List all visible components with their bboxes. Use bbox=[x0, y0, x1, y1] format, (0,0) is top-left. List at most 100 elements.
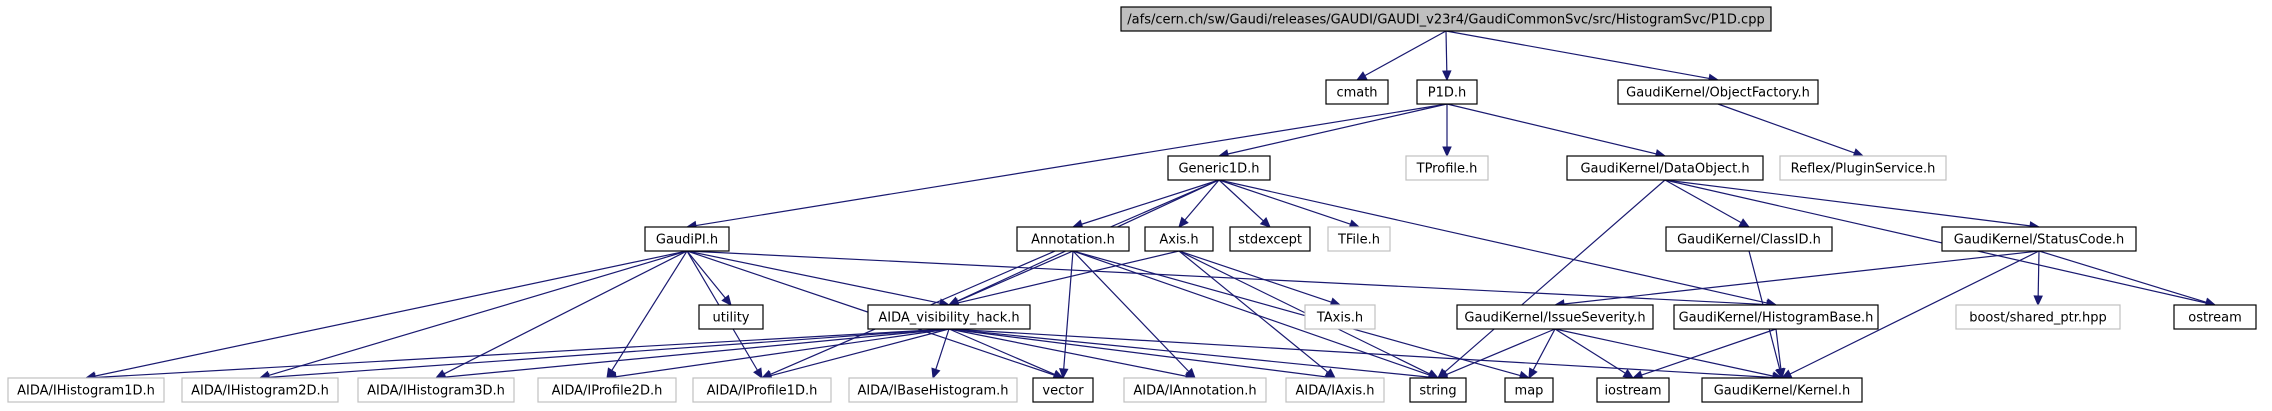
node-p1d[interactable]: P1D.h bbox=[1416, 79, 1478, 105]
node-stdexcept[interactable]: stdexcept bbox=[1229, 226, 1311, 252]
node-string[interactable]: string bbox=[1409, 377, 1467, 403]
node-label-generic1d: Generic1D.h bbox=[1178, 162, 1259, 177]
edge-histobase-to-iostream bbox=[1641, 328, 1777, 376]
node-box-stdexcept bbox=[1229, 226, 1311, 252]
edge-statuscode-to-ostream bbox=[2038, 250, 2207, 303]
node-histobase[interactable]: GaudiKernel/HistogramBase.h bbox=[1673, 304, 1879, 330]
edge-root-to-objfactory bbox=[1445, 30, 1710, 79]
node-taxis: TAxis.h bbox=[1304, 304, 1376, 330]
node-ih2d: AIDA/IHistogram2D.h bbox=[181, 377, 339, 403]
edge-statuscode-to-kernel bbox=[1789, 250, 2040, 375]
node-label-map: map bbox=[1515, 384, 1544, 399]
edge-dataobject-to-classid bbox=[1664, 179, 1742, 224]
edge-dataobject-to-statuscode bbox=[1664, 179, 2031, 227]
node-label-root: /afs/cern.ch/sw/Gaudi/releases/GAUDI/GAU… bbox=[1127, 13, 1764, 28]
node-box-ostream bbox=[2173, 304, 2257, 330]
node-label-tfile: TFile.h bbox=[1337, 233, 1380, 248]
node-label-kernel: GaudiKernel/Kernel.h bbox=[1714, 384, 1851, 399]
node-utility[interactable]: utility bbox=[698, 304, 764, 330]
node-statuscode[interactable]: GaudiKernel/StatusCode.h bbox=[1941, 226, 2137, 252]
edge-annotation-to-vector bbox=[1063, 250, 1074, 370]
node-box-generic1d bbox=[1167, 155, 1271, 181]
node-label-vector: vector bbox=[1042, 384, 1084, 399]
node-label-statuscode: GaudiKernel/StatusCode.h bbox=[1954, 233, 2124, 248]
node-label-iostream: iostream bbox=[1604, 384, 1661, 399]
node-label-dataobject: GaudiKernel/DataObject.h bbox=[1580, 162, 1749, 177]
edge-dataobject-to-ostream bbox=[1664, 179, 2207, 304]
node-label-ostream: ostream bbox=[2188, 311, 2242, 326]
arrowhead-annotation-to-vector bbox=[1058, 368, 1069, 380]
node-classid[interactable]: GaudiKernel/ClassID.h bbox=[1665, 226, 1833, 252]
node-generic1d[interactable]: Generic1D.h bbox=[1167, 155, 1271, 181]
node-root[interactable]: /afs/cern.ch/sw/Gaudi/releases/GAUDI/GAU… bbox=[1120, 6, 1772, 32]
node-iannotation: AIDA/IAnnotation.h bbox=[1123, 377, 1267, 403]
node-box-aidavis bbox=[867, 304, 1031, 330]
arrowhead-gaudipi-to-ip1d bbox=[753, 367, 763, 380]
node-label-string: string bbox=[1419, 384, 1456, 399]
edge-objfactory-to-pluginsvc bbox=[1717, 103, 1855, 154]
arrowhead-p1d-to-tprofile bbox=[1442, 146, 1452, 158]
node-box-axis bbox=[1144, 226, 1214, 252]
node-label-ibasehisto: AIDA/IBaseHistogram.h bbox=[857, 384, 1008, 399]
edge-gaudipi-to-histobase bbox=[686, 250, 1768, 306]
edge-annotation-to-iannotation bbox=[1072, 250, 1190, 372]
node-box-p1d bbox=[1416, 79, 1478, 105]
node-cmath[interactable]: cmath bbox=[1325, 79, 1389, 105]
edge-root-to-cmath bbox=[1364, 30, 1447, 77]
edge-gaudipi-to-ih1d bbox=[94, 250, 688, 377]
node-annotation[interactable]: Annotation.h bbox=[1016, 226, 1130, 252]
edge-gaudipi-to-ip2d bbox=[611, 250, 688, 371]
node-ip1d: AIDA/IProfile1D.h bbox=[692, 377, 832, 403]
node-label-cmath: cmath bbox=[1336, 86, 1377, 101]
node-label-stdexcept: stdexcept bbox=[1238, 233, 1302, 248]
node-iostream[interactable]: iostream bbox=[1596, 377, 1670, 403]
edge-aidavis-to-ip1d bbox=[770, 328, 950, 377]
edge-p1d-to-dataobject bbox=[1446, 103, 1657, 155]
edge-statuscode-to-sharedptr bbox=[2037, 250, 2040, 297]
node-box-root bbox=[1120, 6, 1772, 32]
arrowhead-root-to-p1d bbox=[1442, 70, 1452, 82]
edge-p1d-to-generic1d bbox=[1227, 103, 1448, 155]
node-box-utility bbox=[698, 304, 764, 330]
node-box-annotation bbox=[1016, 226, 1130, 252]
node-box-iannotation bbox=[1123, 377, 1267, 403]
arrowhead-histobase-to-kernel bbox=[1776, 367, 1786, 380]
arrowhead-issueseverity-to-map bbox=[1528, 367, 1538, 380]
node-ih1d: AIDA/IHistogram1D.h bbox=[7, 377, 165, 403]
node-aidavis[interactable]: AIDA_visibility_hack.h bbox=[867, 304, 1031, 330]
edge-aidavis-to-ibasehisto bbox=[935, 328, 950, 370]
edge-generic1d-to-annotation bbox=[1081, 179, 1220, 225]
node-box-statuscode bbox=[1941, 226, 2137, 252]
node-objfactory[interactable]: GaudiKernel/ObjectFactory.h bbox=[1617, 79, 1819, 105]
edge-axis-to-aidavis bbox=[957, 250, 1180, 304]
node-axis[interactable]: Axis.h bbox=[1144, 226, 1214, 252]
node-box-gaudipi bbox=[644, 226, 730, 252]
node-dataobject[interactable]: GaudiKernel/DataObject.h bbox=[1566, 155, 1764, 181]
edge-issueseverity-to-kernel bbox=[1554, 328, 1774, 377]
node-gaudipi[interactable]: GaudiPI.h bbox=[644, 226, 730, 252]
node-label-aidavis: AIDA_visibility_hack.h bbox=[878, 311, 1019, 326]
arrowhead-dataobject-to-classid bbox=[1738, 218, 1751, 228]
dependency-edges bbox=[84, 30, 2217, 383]
node-tfile: TFile.h bbox=[1327, 226, 1391, 252]
node-ih3d: AIDA/IHistogram3D.h bbox=[357, 377, 515, 403]
edge-generic1d-to-axis bbox=[1184, 179, 1220, 221]
edge-aidavis-to-vector bbox=[948, 328, 1055, 375]
node-map[interactable]: map bbox=[1504, 377, 1554, 403]
edge-gaudipi-to-ih3d bbox=[443, 250, 688, 375]
node-label-iaxis: AIDA/IAxis.h bbox=[1296, 384, 1375, 399]
file-nodes: /afs/cern.ch/sw/Gaudi/releases/GAUDI/GAU… bbox=[7, 6, 2257, 403]
node-ibasehisto: AIDA/IBaseHistogram.h bbox=[848, 377, 1018, 403]
node-issueseverity[interactable]: GaudiKernel/IssueSeverity.h bbox=[1456, 304, 1654, 330]
node-label-histobase: GaudiKernel/HistogramBase.h bbox=[1679, 311, 1874, 326]
node-label-sharedptr: boost/shared_ptr.hpp bbox=[1969, 311, 2107, 326]
node-vector[interactable]: vector bbox=[1032, 377, 1094, 403]
node-box-objfactory bbox=[1617, 79, 1819, 105]
edge-issueseverity-to-map bbox=[1532, 328, 1556, 371]
arrowhead-statuscode-to-sharedptr bbox=[2033, 295, 2043, 307]
node-box-kernel bbox=[1701, 377, 1863, 403]
node-ostream[interactable]: ostream bbox=[2173, 304, 2257, 330]
node-kernel[interactable]: GaudiKernel/Kernel.h bbox=[1701, 377, 1863, 403]
node-box-cmath bbox=[1325, 79, 1389, 105]
node-label-axis: Axis.h bbox=[1159, 233, 1198, 248]
